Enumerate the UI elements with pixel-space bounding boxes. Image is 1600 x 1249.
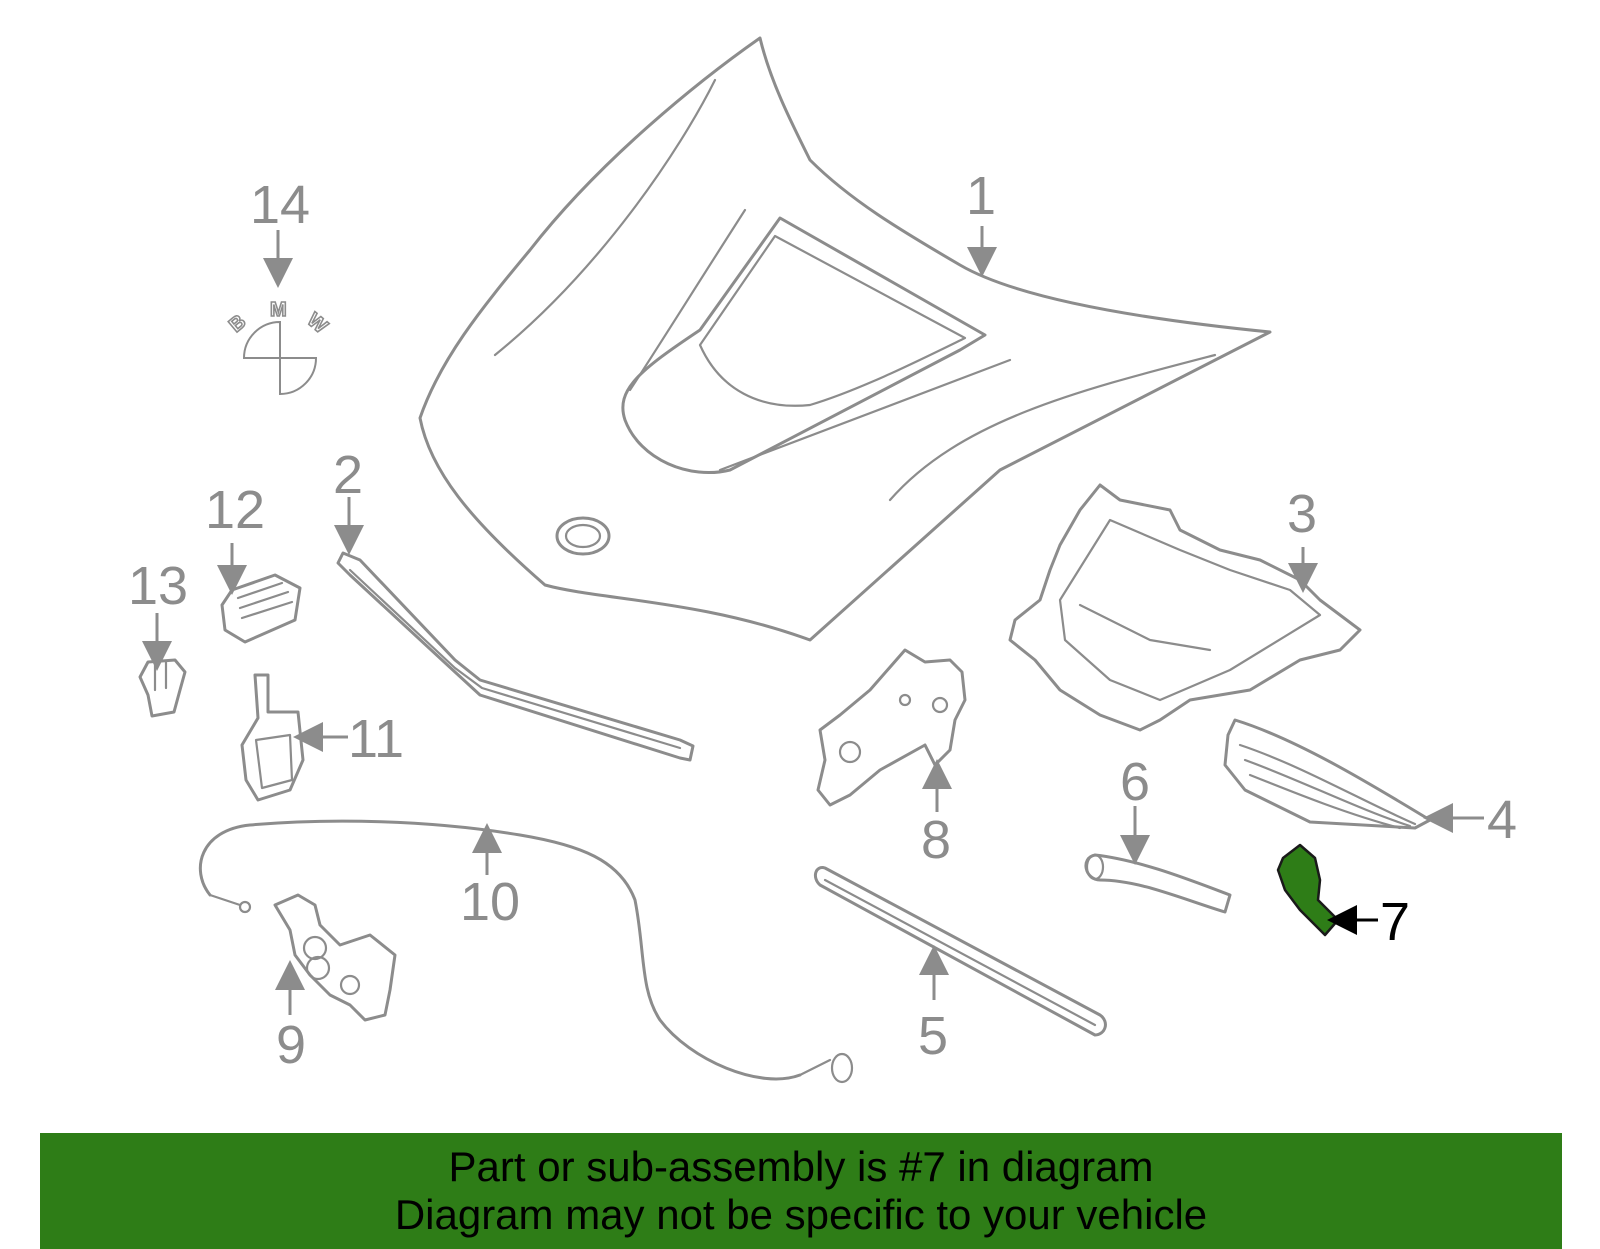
rod-part-5[interactable] (813, 866, 1107, 1037)
callout-14: 14 (250, 175, 310, 235)
emblem-letter-b: B (225, 311, 250, 337)
callout-6: 6 (1120, 752, 1150, 812)
emblem-letter-m: M (270, 299, 287, 321)
intake-frame-part-3[interactable] (1008, 483, 1362, 732)
grommet-part-13[interactable] (138, 658, 187, 718)
callout-3: 3 (1287, 484, 1317, 544)
callout-13: 13 (128, 556, 188, 616)
hood-part-1[interactable] (418, 36, 1272, 642)
callout-10: 10 (460, 872, 520, 932)
emblem-letter-w: W (303, 309, 332, 338)
emblem-part-14[interactable]: B M W (224, 298, 332, 396)
footer-line-2: Diagram may not be specific to your vehi… (394, 1191, 1208, 1238)
vent-part-4[interactable] (1223, 718, 1432, 830)
callout-1: 1 (966, 166, 996, 226)
callout-12: 12 (205, 480, 265, 540)
hinge-part-8[interactable] (816, 648, 967, 807)
retainer-part-12[interactable] (220, 573, 302, 644)
callout-11: 11 (348, 709, 404, 769)
clip-part-11[interactable] (240, 673, 305, 802)
callout-labels: 1 2 3 4 5 6 7 8 9 10 11 12 13 14 (128, 166, 1517, 1075)
callout-9: 9 (276, 1015, 306, 1075)
callout-7: 7 (1380, 892, 1410, 952)
callout-5: 5 (918, 1006, 948, 1066)
hose-part-6[interactable] (1084, 853, 1232, 914)
seal-part-2[interactable] (336, 551, 695, 762)
latch-part-9[interactable] (273, 893, 397, 1022)
bracket-part-7[interactable] (1276, 843, 1340, 937)
callout-arrows (142, 226, 1484, 1015)
callout-8: 8 (921, 810, 951, 870)
footer-banner: Part or sub-assembly is #7 in diagram Di… (40, 1133, 1562, 1249)
callout-2: 2 (333, 445, 363, 505)
footer-line-1: Part or sub-assembly is #7 in diagram (448, 1143, 1154, 1190)
callout-4: 4 (1487, 790, 1517, 850)
cable-part-10[interactable] (198, 819, 854, 1084)
